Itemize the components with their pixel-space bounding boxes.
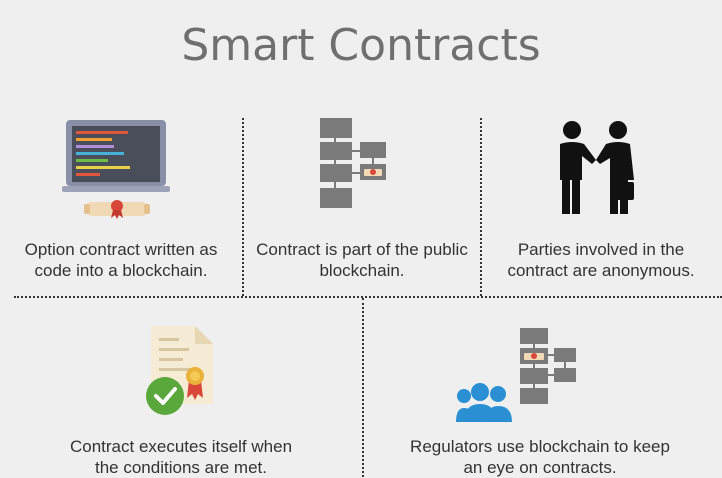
divider-horizontal [14, 296, 722, 298]
divider-vertical-3 [362, 298, 364, 477]
divider-vertical-1 [242, 118, 244, 296]
laptop-code-icon [62, 120, 170, 219]
page-title: Smart Contracts [181, 20, 541, 71]
caption-option-contract: Option contract written as code into a b… [24, 240, 218, 280]
handshake-icon [560, 121, 634, 214]
blockchain-icon [320, 118, 386, 208]
caption-regulators: Regulators use blockchain to keep an eye… [410, 437, 670, 477]
caption-public-blockchain: Contract is part of the public blockchai… [256, 240, 468, 280]
regulators-blockchain-icon [456, 328, 576, 422]
caption-anonymous-parties: Parties involved in the contract are ano… [507, 240, 695, 280]
caption-self-executing: Contract executes itself when the condit… [69, 437, 293, 477]
certificate-check-icon [146, 326, 213, 415]
divider-vertical-2 [480, 118, 482, 296]
